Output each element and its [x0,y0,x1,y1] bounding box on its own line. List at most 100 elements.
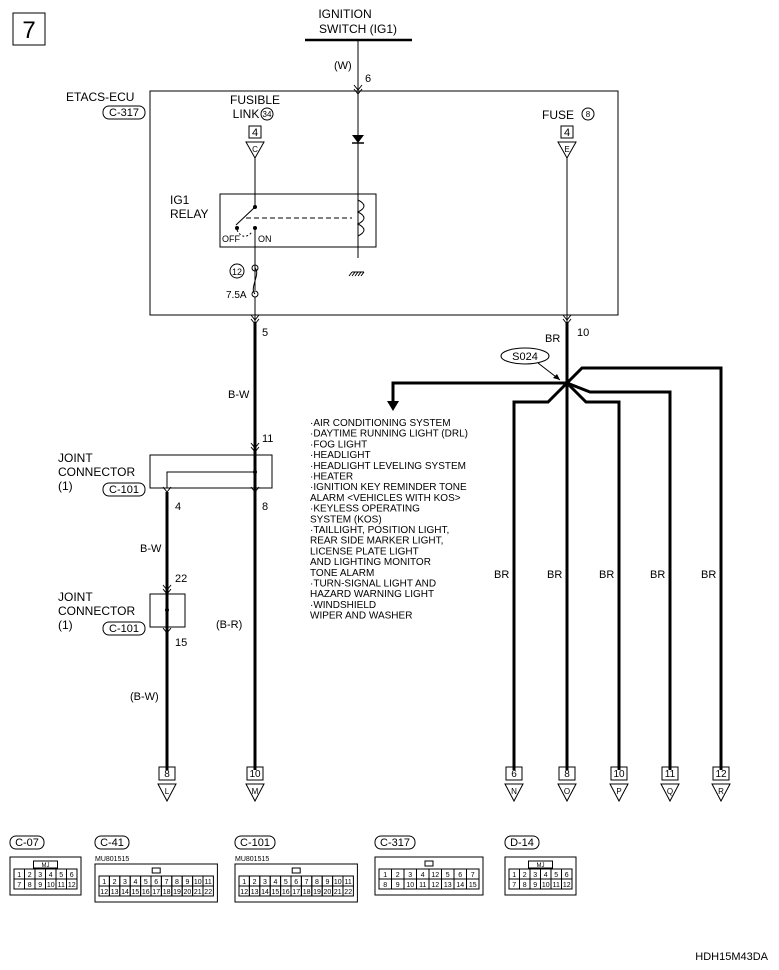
connector-pin: 17 [152,889,160,896]
connector-pin: 10 [194,879,202,886]
system-item: ·FOG LIGHT [310,439,367,450]
connector-pin: 18 [163,889,171,896]
left-wire-color: B-W [228,389,250,401]
splice-badge [500,347,550,365]
connector-pin: 1 [512,872,516,879]
ignition-label-1: IGNITION [318,7,371,21]
ignition-label-2: SWITCH (IG1) [319,22,397,36]
connector-pin: 6 [458,872,462,879]
connector-pin: 16 [142,889,150,896]
jc-out-a: 4 [175,501,181,513]
connector-pin: 7 [17,882,21,889]
connector-body [9,856,82,896]
system-item: ·WINDSHIELD [310,600,376,611]
terminal-box [558,766,576,781]
terminal-pin: 12 [715,769,727,780]
connector-pin: 3 [123,879,127,886]
relay-label-1: IG1 [170,193,190,207]
connector-name: C-317 [380,837,410,849]
system-item: ·HEADLIGHT LEVELING SYSTEM [310,461,466,472]
system-item: HAZARD WARNING LIGHT [310,589,434,600]
connector-pin: 5 [59,872,63,879]
system-item: ·HEADLIGHT [310,450,371,461]
terminal-icon [711,783,731,803]
connector-pin: 10 [542,882,550,889]
terminal-letter: P [616,787,621,796]
connector-pin: 19 [313,889,321,896]
connector-pin: 7 [305,879,309,886]
left-bottom-color: (B-W) [130,691,159,703]
joint2-label-3: (1) [58,618,73,632]
system-item: SYSTEM (KOS) [310,514,382,525]
connector-pin: 2 [523,872,527,879]
connector-pin: 15 [272,889,280,896]
connector-pin: 4 [133,879,137,886]
connector-pin: 5 [284,879,288,886]
connector-pin: 5 [554,872,558,879]
fusible-link-num: 34 [263,110,272,119]
connector-name: C-41 [100,837,124,849]
connector-name-pill [504,835,540,850]
connector-pin: 13 [251,889,259,896]
diode-icon [352,135,364,143]
connector-pin: 6 [565,872,569,879]
connector-pin: 20 [184,889,192,896]
fuse-letter: E [564,145,569,154]
joint1-box [149,454,273,489]
connector-pin: 21 [194,889,202,896]
connector-pin: 7 [512,882,516,889]
relay-off: OFF [222,234,240,244]
connector-pin: 18 [303,889,311,896]
connector-part: MU801515 [95,856,129,863]
terminal-pin: 10 [613,769,625,780]
terminal-letter: R [718,787,724,796]
connector-pin: 12 [431,872,439,879]
terminal-letter: N [511,787,517,796]
splice-label: S024 [512,351,538,363]
connector-pin: 17 [292,889,300,896]
connector-name-pill [94,835,130,850]
relay-box [219,193,377,248]
fuse-num: 8 [586,110,591,119]
system-item: ·KEYLESS OPERATING [310,504,420,515]
relay-on: ON [258,234,272,244]
relay-label-2: RELAY [170,207,208,221]
connector-pin: 8 [523,882,527,889]
connector-part: MU801515 [235,856,269,863]
terminal-pin: 10 [249,769,261,780]
branch-color: BR [494,569,509,581]
connector-pin: 2 [113,879,117,886]
terminal-letter: Q [667,787,673,796]
connector-pin: 14 [121,889,129,896]
connector-pin: 8 [28,882,32,889]
terminal-pin: 11 [665,769,676,780]
connector-pin: 1 [102,879,106,886]
connector-body [94,863,218,903]
branch-color: BR [547,569,562,581]
connector-pin: 4 [273,879,277,886]
left-branch-color: B-W [140,543,162,555]
connector-pin: 2 [396,872,400,879]
connector-pin: 1 [242,879,246,886]
branch-color: BR [650,569,665,581]
fusible-link-terminal-icon [245,141,265,160]
connector-pin: 2 [253,879,257,886]
fuse-terminal-icon [557,141,577,160]
connector-pin: 9 [396,882,400,889]
joint2-box [149,593,186,628]
terminal-icon [504,783,524,803]
terminal-pin: 8 [164,769,170,780]
connector-pin: 3 [533,872,537,879]
internal-fuse-num: 12 [232,267,242,277]
connector-pin: 9 [38,882,42,889]
system-item: LICENSE PLATE LIGHT [310,546,419,557]
connector-pin: 4 [421,872,425,879]
right-wire-color: BR [545,333,560,345]
system-item: ·IGNITION KEY REMINDER TONE [310,482,467,493]
connector-pin: 4 [49,872,53,879]
connector-pin: 13 [444,882,452,889]
connector-pin: 16 [282,889,290,896]
etacs-connector-pill [102,105,146,120]
fuse-amp: 4 [564,127,570,139]
connector-pin: 11 [345,879,352,886]
